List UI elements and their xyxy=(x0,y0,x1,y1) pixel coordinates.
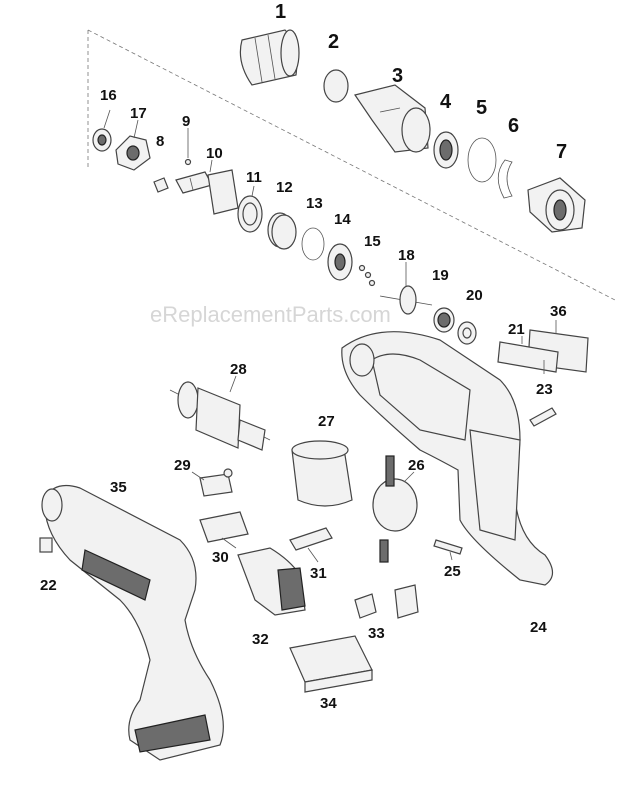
label-27: 27 xyxy=(318,413,335,430)
part-21-label xyxy=(497,341,559,373)
part-3-spindle-housing xyxy=(354,84,431,153)
label-1: 1 xyxy=(275,1,286,23)
part-34-battery-terminal xyxy=(289,635,373,693)
part-30-plate xyxy=(199,511,249,543)
part-4-bearing xyxy=(433,131,459,169)
label-8: 8 xyxy=(156,133,164,150)
label-11: 11 xyxy=(246,169,262,186)
part-1-chuck-sleeve xyxy=(239,29,300,86)
part-7-collar xyxy=(527,177,586,233)
part-24-housing-right xyxy=(341,331,554,586)
label-29: 29 xyxy=(174,457,191,474)
label-32: 32 xyxy=(252,631,269,648)
part-number-labels: 1 2 3 4 5 6 7 16 17 8 9 10 11 12 13 14 1… xyxy=(40,1,567,712)
label-10: 10 xyxy=(206,145,223,162)
label-12: 12 xyxy=(276,179,293,196)
label-24: 24 xyxy=(530,619,547,636)
part-14-gear xyxy=(327,243,353,281)
part-33-components xyxy=(354,584,419,619)
part-5-snap-ring xyxy=(467,137,497,183)
label-6: 6 xyxy=(508,115,519,137)
part-31-strip xyxy=(289,527,333,551)
label-18: 18 xyxy=(398,247,415,264)
part-16-washer xyxy=(92,128,112,152)
label-2: 2 xyxy=(328,31,339,53)
part-13-retaining-ring xyxy=(301,227,325,261)
label-20: 20 xyxy=(466,287,483,304)
label-21: 21 xyxy=(508,321,525,338)
part-18-shaft-disc xyxy=(379,285,433,315)
part-20-washer xyxy=(457,321,477,345)
part-29-switch-bracket xyxy=(199,468,233,497)
part-8-key xyxy=(153,177,169,193)
part-35-housing-left xyxy=(41,485,224,761)
label-19: 19 xyxy=(432,267,449,284)
part-12-ring xyxy=(267,212,297,250)
label-35: 35 xyxy=(110,479,127,496)
part-9-pin xyxy=(184,158,192,166)
part-2-o-ring xyxy=(323,69,349,103)
part-6-clip xyxy=(497,159,513,199)
part-17-nut xyxy=(115,135,151,171)
label-9: 9 xyxy=(182,113,190,130)
label-26: 26 xyxy=(408,457,425,474)
label-4: 4 xyxy=(440,91,452,113)
part-19-bearing xyxy=(433,307,455,333)
label-15: 15 xyxy=(364,233,381,250)
label-33: 33 xyxy=(368,625,385,642)
label-14: 14 xyxy=(334,211,351,228)
label-7: 7 xyxy=(556,141,567,163)
label-3: 3 xyxy=(392,65,403,87)
part-22-cap xyxy=(39,537,53,553)
label-22: 22 xyxy=(40,577,57,594)
watermark: eReplacementParts.com xyxy=(150,302,391,327)
label-13: 13 xyxy=(306,195,323,212)
label-23: 23 xyxy=(536,381,553,398)
part-11-ring-gear xyxy=(237,195,263,233)
part-23-screw xyxy=(529,407,557,427)
part-27-magnet-housing xyxy=(291,440,353,507)
part-15-balls xyxy=(358,264,376,287)
part-28-armature xyxy=(169,381,271,451)
part-25-pin xyxy=(433,539,463,555)
label-30: 30 xyxy=(212,549,229,566)
assembly-axis-upper xyxy=(87,29,616,301)
label-25: 25 xyxy=(444,563,461,580)
label-17: 17 xyxy=(130,105,147,122)
part-26-brush-holder xyxy=(372,455,418,563)
label-28: 28 xyxy=(230,361,247,378)
part-32-switch xyxy=(237,547,306,616)
leader-lines xyxy=(103,109,557,563)
label-36: 36 xyxy=(550,303,567,320)
label-5: 5 xyxy=(476,97,487,119)
label-31: 31 xyxy=(310,565,327,582)
label-16: 16 xyxy=(100,87,117,104)
label-34: 34 xyxy=(320,695,337,712)
part-10-spindle xyxy=(175,169,239,215)
